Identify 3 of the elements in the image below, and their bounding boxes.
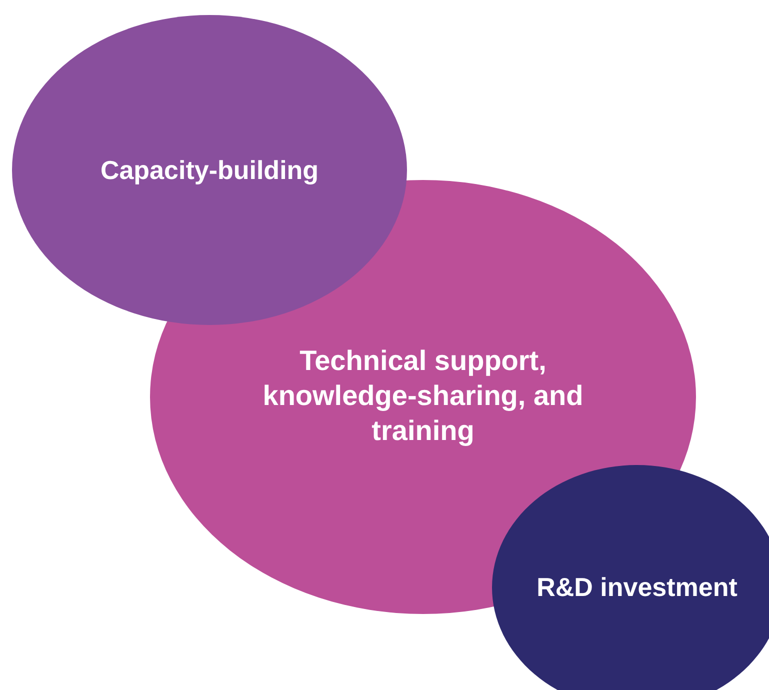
ellipse-label: Technical support, knowledge-sharing, and training	[262, 344, 584, 448]
ellipse-label: R&D investment	[536, 571, 738, 604]
ellipse-label: Capacity-building	[100, 154, 319, 186]
